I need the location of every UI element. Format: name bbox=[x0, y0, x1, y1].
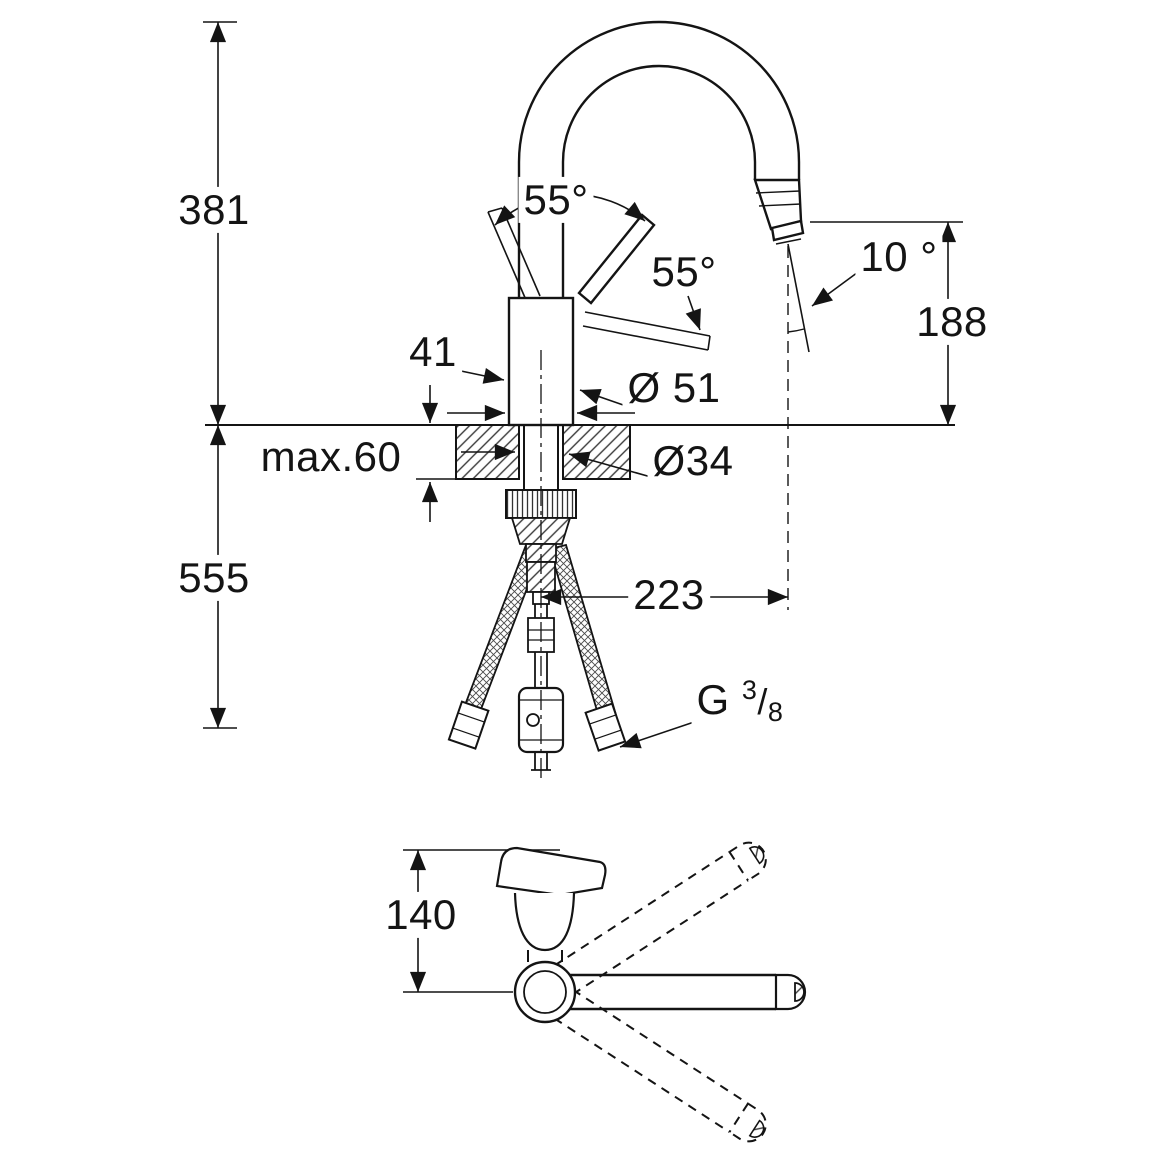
spout-pivot-inner bbox=[523, 970, 567, 1014]
hose-fitting-right bbox=[584, 702, 627, 752]
spout-swivel-down bbox=[553, 988, 767, 1143]
dim-label-41: 41 bbox=[404, 328, 462, 376]
dim-label-55-top: 55° bbox=[518, 176, 594, 224]
dim-label-10deg: 10 ° bbox=[855, 233, 943, 281]
dimension-left-column bbox=[203, 21, 237, 729]
dim-label-55-side: 55° bbox=[646, 248, 722, 296]
dim-label-381: 381 bbox=[173, 186, 255, 234]
thread-numerator: 3 bbox=[741, 675, 758, 706]
thread-denominator: 8 bbox=[767, 697, 784, 728]
supply-hoses bbox=[447, 543, 627, 752]
hose-fitting-left bbox=[447, 700, 490, 750]
dim-label-max60: max.60 bbox=[255, 433, 407, 481]
dim-label-555: 555 bbox=[173, 554, 255, 602]
dim-label-188: 188 bbox=[911, 298, 993, 346]
dimension-thread-leader bbox=[619, 718, 704, 749]
spout-side bbox=[558, 973, 807, 1011]
thread-letter: G bbox=[696, 676, 730, 724]
dim-label-223: 223 bbox=[628, 571, 710, 619]
dim-label-dia34: Ø34 bbox=[647, 437, 739, 485]
bottom-view bbox=[403, 841, 807, 1143]
spout-outer-curve bbox=[517, 20, 801, 298]
spout-inner-curve bbox=[561, 64, 757, 298]
dim-label-thread-g38: G 3/8 bbox=[691, 675, 789, 728]
dim-label-140: 140 bbox=[380, 891, 462, 939]
thread-slash: / bbox=[757, 681, 768, 723]
handle-lever bbox=[577, 213, 656, 305]
handle-position-down bbox=[582, 311, 711, 351]
dim-label-dia51: Ø 51 bbox=[622, 364, 726, 412]
spray-head bbox=[753, 178, 805, 245]
mounting-hardware bbox=[505, 425, 577, 771]
handle-side-view bbox=[495, 846, 607, 962]
dimension-spray-angle bbox=[787, 243, 870, 610]
